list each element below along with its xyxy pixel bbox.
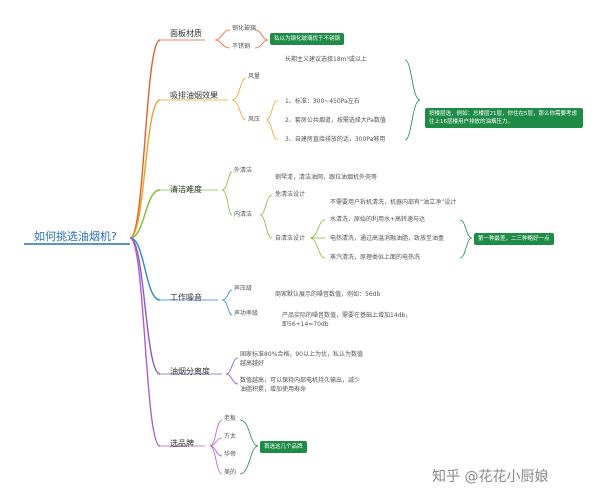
leaf-pressure-2: 2、套房公共烟道，按需选择大Pa数值 xyxy=(285,117,386,124)
leaf-brand-2: 方太 xyxy=(224,433,237,440)
leaf-internal-clean: 内清洁 xyxy=(234,211,253,218)
leaf-air-volume: 风量 xyxy=(248,73,261,80)
leaf-sound-power-text: 产品实际的噪音数值，需要在基础上增加14db，即56+14=70db xyxy=(282,312,412,328)
category-cleaning: 清洁难度 xyxy=(170,185,202,194)
category-brand: 选品牌 xyxy=(170,439,194,448)
leaf-sound-pressure-text: 商家默认展示的噪音数值，例如：56db xyxy=(275,291,381,298)
leaf-brand-3: 华帝 xyxy=(224,451,237,458)
leaf-brand-4: 美的 xyxy=(224,469,237,476)
note-brand: 首选这几个品牌 xyxy=(260,441,307,453)
leaf-separation-2: 数值越高，可以保持内部电机持久输出，减少油脂积累，增加使用寿命 xyxy=(240,377,361,393)
note-panel: 私以为钢化玻璃优于不锈钢 xyxy=(270,33,345,45)
note-cleaning: 第一种最差，二三种略好一点 xyxy=(474,233,554,245)
category-noise: 工作噪音 xyxy=(170,293,202,302)
leaf-brand-1: 老板 xyxy=(224,415,237,422)
category-panel-material: 面板材质 xyxy=(170,29,202,38)
leaf-tempered-glass: 钢化玻璃 xyxy=(232,25,257,32)
leaf-pressure-3: 3、自建房直接排放的话，300Pa够用 xyxy=(285,136,386,143)
watermark: 知乎 @花花小厨娘 xyxy=(432,469,549,485)
leaf-pressure-1: 1、标准：300~450Pa左右 xyxy=(285,98,360,105)
leaf-sound-power: 声功率级 xyxy=(234,310,259,317)
category-suction: 吸排油烟效果 xyxy=(170,91,218,100)
leaf-external-clean: 外清洁 xyxy=(234,167,253,174)
root-topic: 如何挑选油烟机? xyxy=(34,230,117,243)
leaf-free-clean-text: 不需要用户拆机清洗，机器内部有“油立净”设计 xyxy=(330,199,457,206)
note-suction: 按楼层选，例如：总楼层21层，你住在5层，那么你需要考虑往上16层楼用户排放的油… xyxy=(425,108,583,128)
leaf-stainless-steel: 不锈钢 xyxy=(232,43,251,50)
category-separation: 油烟分离度 xyxy=(170,367,210,376)
leaf-air-volume-text: 长期主义建议选择18m³或以上 xyxy=(285,56,367,63)
leaf-self-clean-1: 水清洗，原始的利用水+高转速与达 xyxy=(330,216,426,223)
leaf-external-clean-text: 钢琴漆，清洁油网，跟拉油烟机外壳等 xyxy=(275,174,378,181)
leaf-air-pressure: 风压 xyxy=(248,116,261,123)
leaf-self-clean-3: 蒸汽清洗，原理类似上面的电热洗 xyxy=(330,254,421,261)
leaf-sound-pressure: 声压级 xyxy=(234,285,253,292)
leaf-self-clean: 自清洁设计 xyxy=(275,235,306,242)
leaf-free-clean: 免清洁设计 xyxy=(275,191,306,198)
leaf-separation-1: 国家标准80%合格，90以上为优，私认为数值越高越好 xyxy=(240,351,363,367)
leaf-self-clean-2: 电热清洗，通过高温消融油脂，致放至油盒 xyxy=(330,235,445,242)
